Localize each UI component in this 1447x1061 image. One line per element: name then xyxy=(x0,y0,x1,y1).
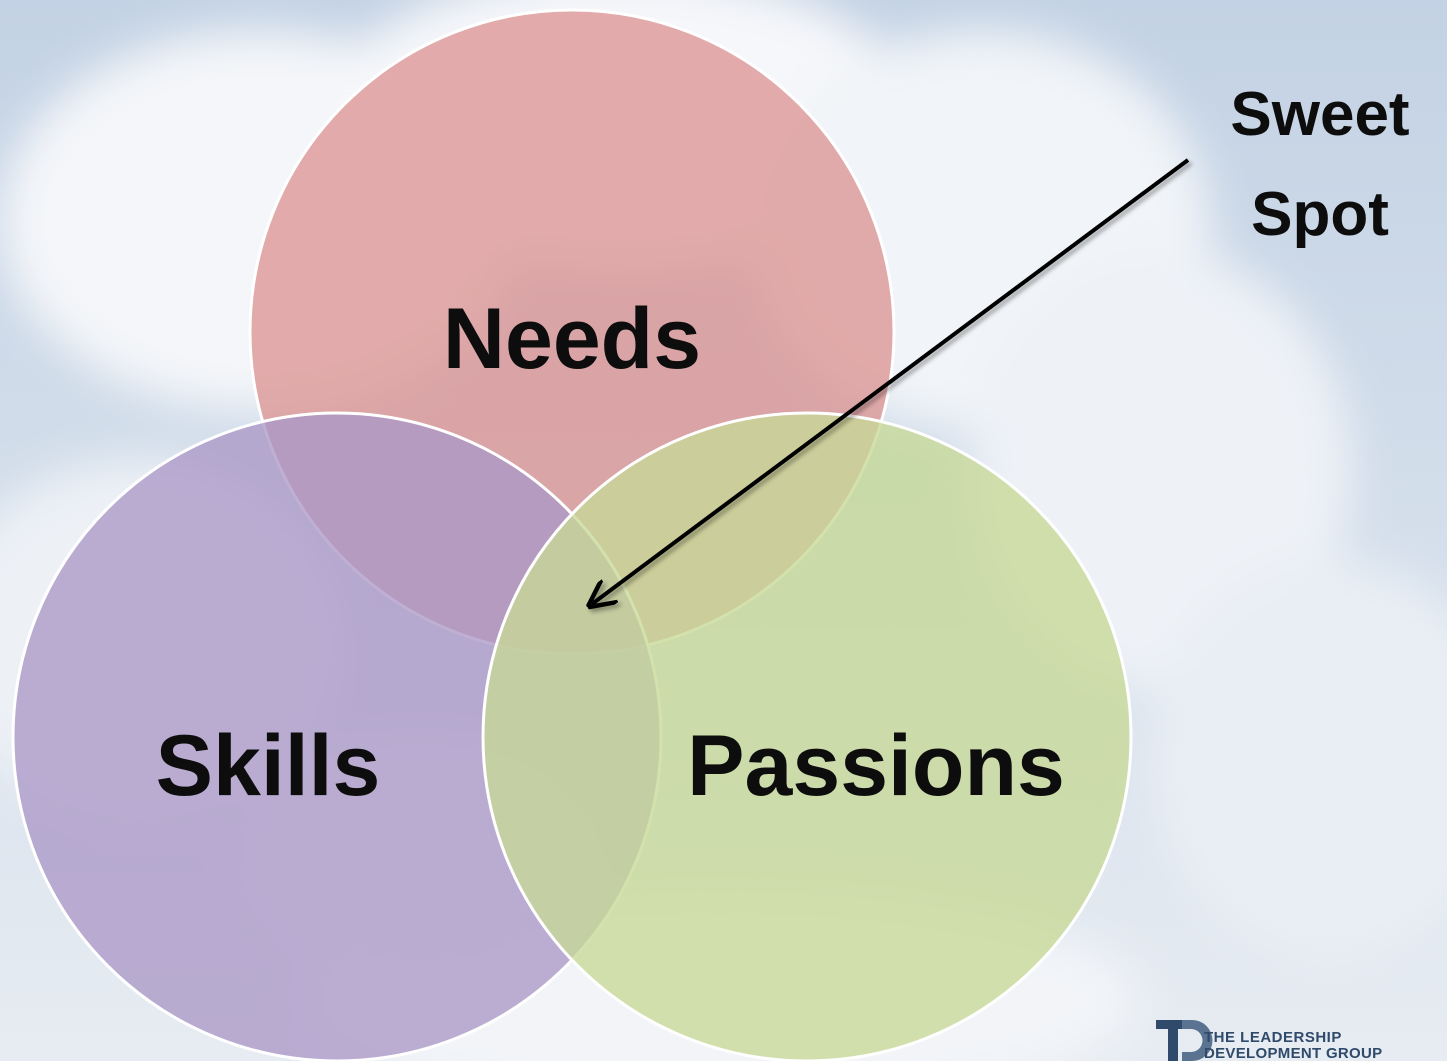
logo-line2: Development Group xyxy=(1204,1045,1382,1061)
passions-label: Passions xyxy=(687,718,1065,814)
sweet-spot-line2: Spot xyxy=(1251,180,1389,249)
sweet-spot-line1: Sweet xyxy=(1230,80,1409,149)
needs-label: Needs xyxy=(443,291,701,387)
sweet-spot-arrow xyxy=(592,158,1190,604)
passions-circle xyxy=(481,411,1133,1061)
venn-circles xyxy=(11,8,1133,1061)
logo-line1: The Leadership xyxy=(1204,1029,1342,1046)
td-logo-mark-icon xyxy=(1156,1020,1213,1061)
company-logo: The Leadership Development Group xyxy=(1156,1020,1382,1061)
skills-label: Skills xyxy=(156,718,381,814)
